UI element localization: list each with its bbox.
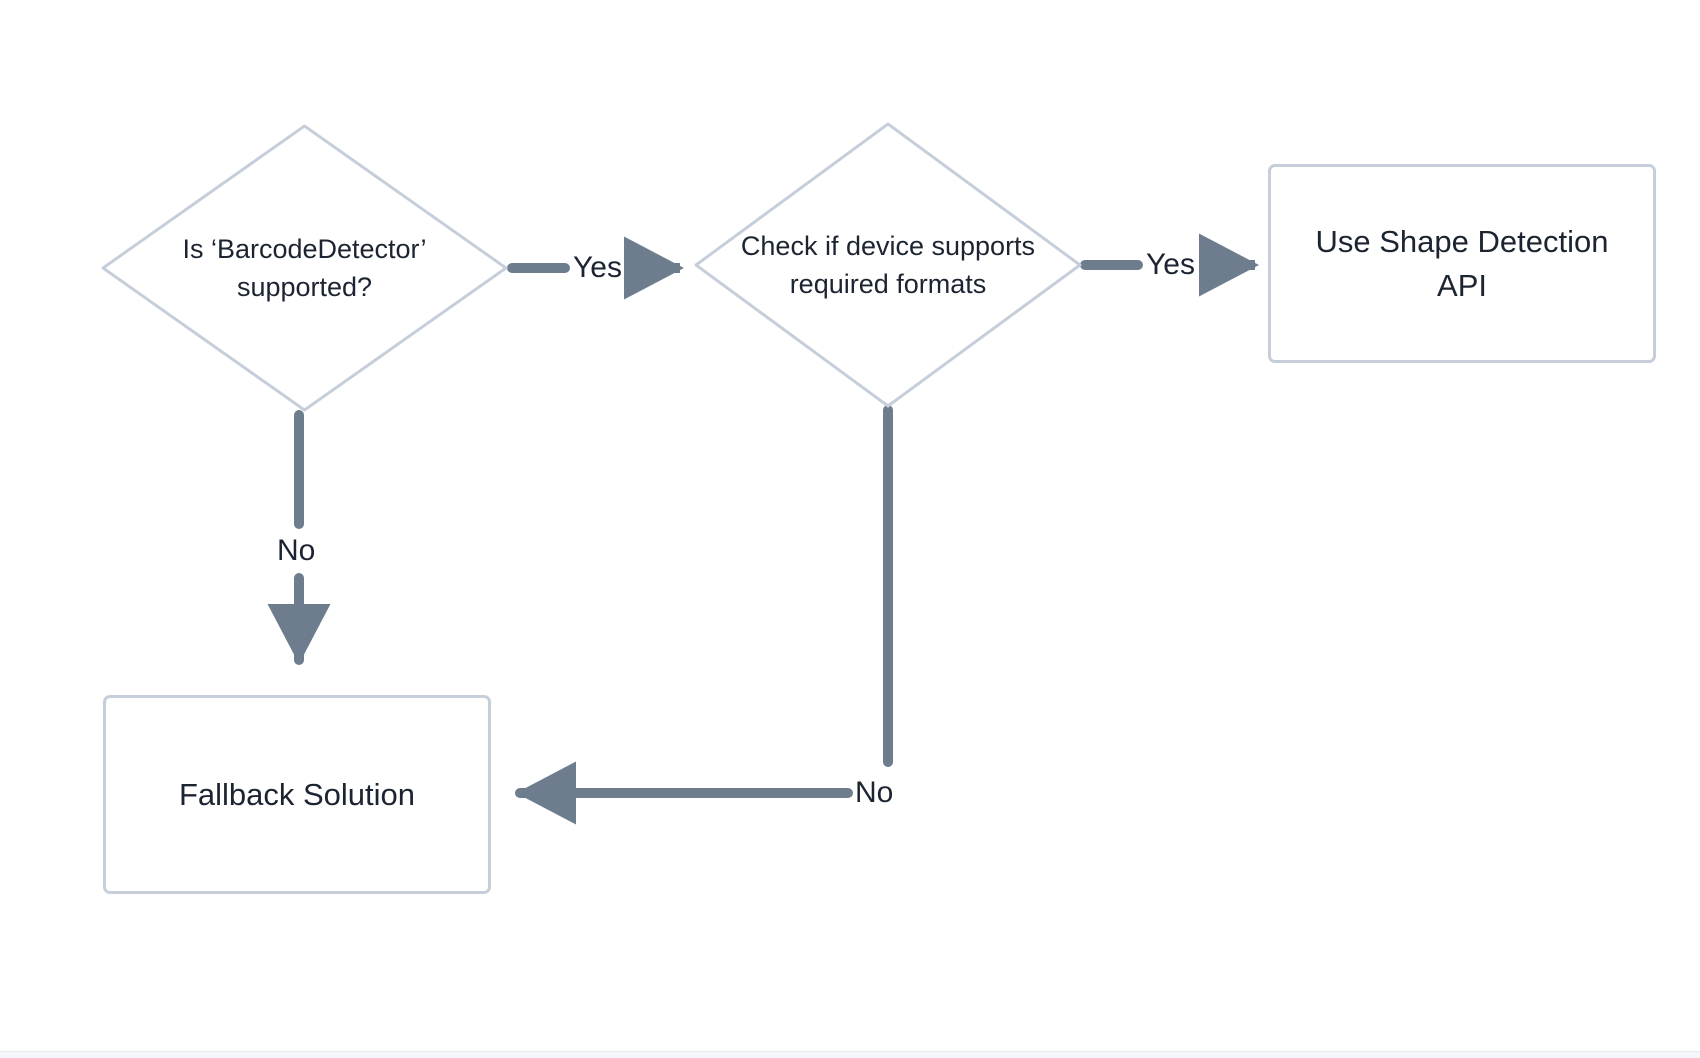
node-use-shape-detection-api[interactable]: Use Shape Detection API [1268, 164, 1656, 363]
diamond-shape [694, 122, 1082, 408]
node-device-format-check[interactable]: Check if device supports required format… [690, 118, 1086, 412]
node-barcode-detector-check[interactable]: Is ‘BarcodeDetector’ supported? [97, 120, 512, 416]
bottom-edge-strip [0, 1051, 1700, 1058]
node-label: Check if device supports required format… [740, 230, 1036, 299]
edge-label-barcode-no: No [277, 534, 316, 567]
edge-label-formats-yes: Yes [1146, 248, 1195, 281]
edge-label-formats-no: No [855, 776, 894, 809]
node-label: Fallback Solution [178, 776, 416, 812]
edge-label-barcode-yes: Yes [573, 251, 622, 284]
node-label: Use Shape Detection API [1315, 224, 1609, 303]
node-fallback-solution[interactable]: Fallback Solution [103, 695, 491, 894]
node-label: Is ‘BarcodeDetector’ supported? [182, 233, 427, 302]
diamond-shape [101, 124, 508, 412]
